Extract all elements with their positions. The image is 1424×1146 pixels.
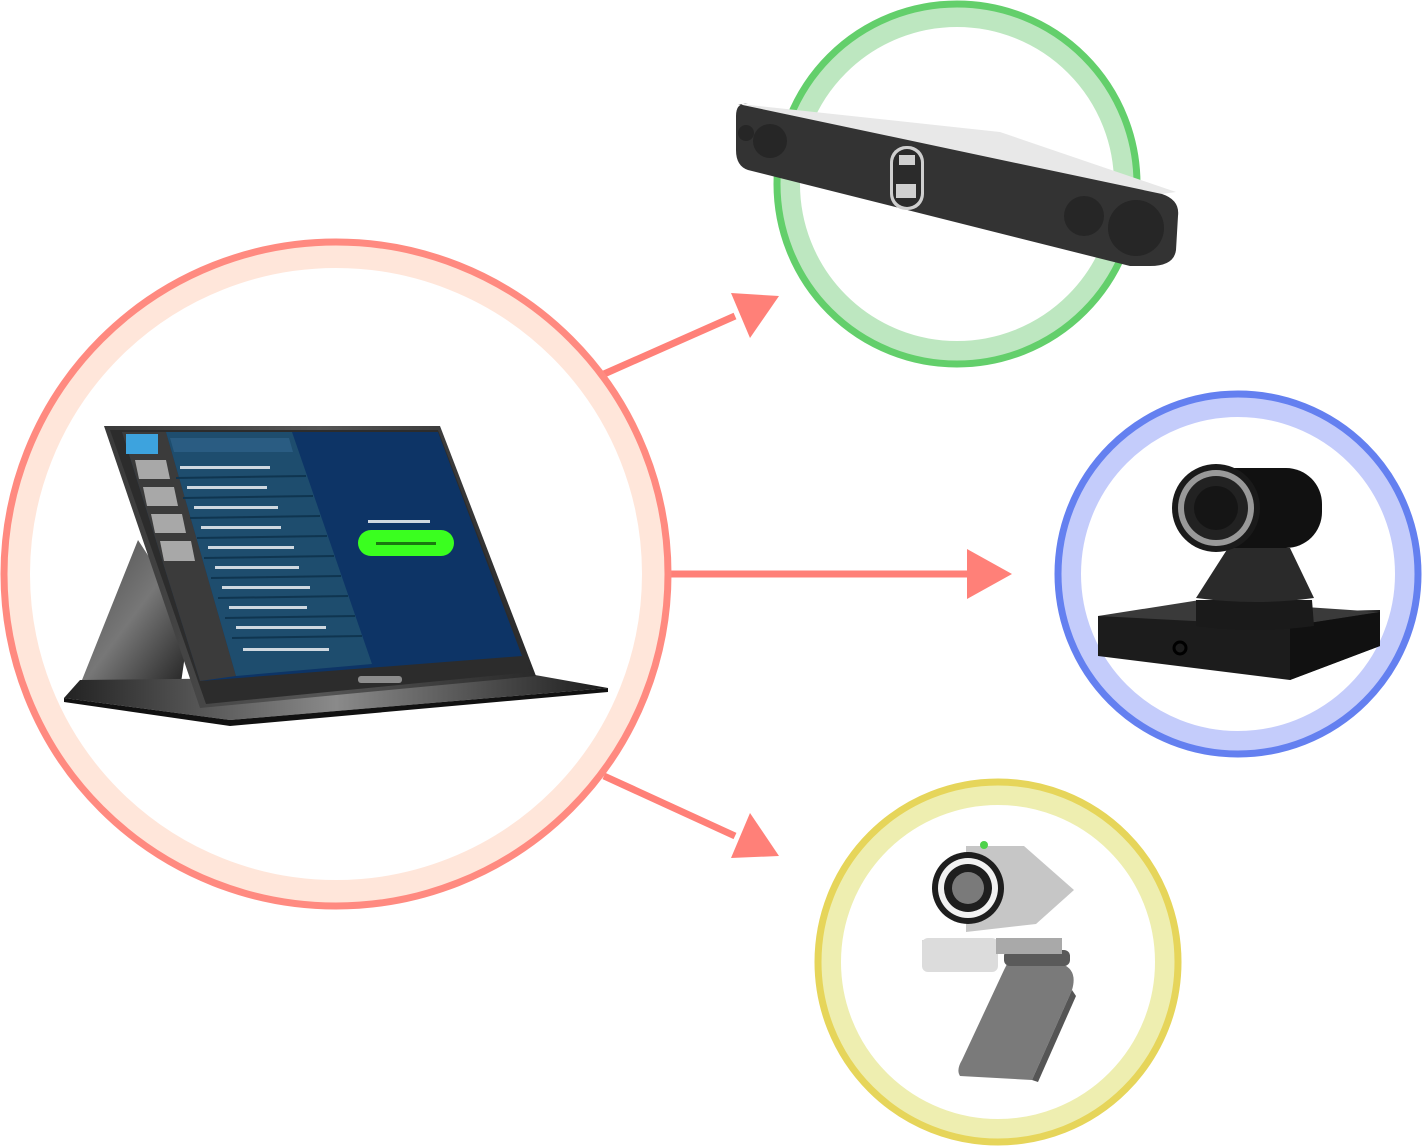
hub-touch-panel [0,238,672,910]
webcam-ring-outer [814,778,1182,1146]
ptz-camera-ring-inner [1059,395,1417,753]
webcam-icon [922,841,1076,1082]
webcam-ring-inner [819,783,1177,1141]
ptz-camera-icon [1098,464,1380,680]
target-webcam [814,778,1182,1146]
hub-ring-outer [0,238,672,910]
target-video-bar [736,0,1179,368]
arrow-to-ptz-camera [670,549,1012,599]
target-ptz-camera [1054,390,1422,758]
hub-ring-inner [6,244,666,904]
touch-panel-icon [64,426,608,726]
video-bar-icon [736,103,1179,266]
ptz-camera-ring-outer [1054,390,1422,758]
arrow-to-webcam [602,772,779,858]
arrow-to-video-bar [602,293,779,378]
connection-arrows [602,293,1012,858]
